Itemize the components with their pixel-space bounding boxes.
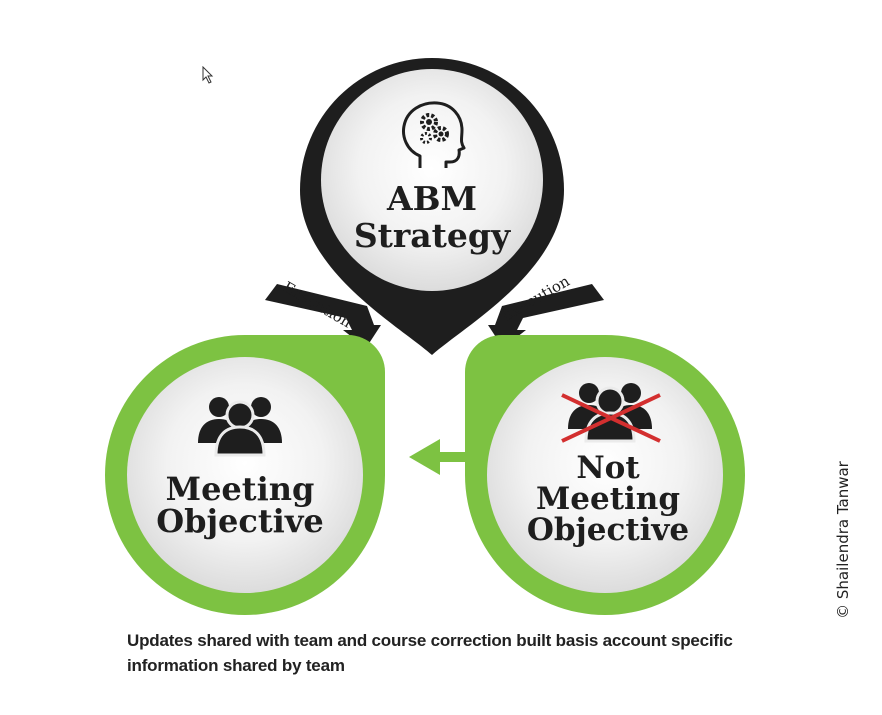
not-meeting-title-line2: Meeting — [536, 481, 680, 517]
meeting-title-line2: Objective — [156, 502, 324, 540]
meeting-node: Meeting Objective — [105, 335, 385, 615]
not-meeting-node: Not Meeting Objective — [465, 335, 745, 615]
feedback-arrow — [409, 439, 472, 475]
not-meeting-title-line1: Not — [576, 450, 640, 486]
meeting-disc — [127, 357, 363, 593]
red-cross-line-2 — [561, 393, 661, 443]
not-meeting-disc — [487, 357, 723, 593]
head-gears-icon — [402, 101, 466, 168]
caption-line2: information shared by team — [127, 656, 345, 675]
mouse-cursor-icon — [202, 66, 214, 84]
strategy-title-line1: ABM — [386, 179, 477, 218]
not-meeting-title-line3: Objective — [527, 512, 689, 548]
meeting-title-line1: Meeting — [166, 470, 315, 508]
strategy-disc — [321, 69, 543, 291]
strategy-node: ABM Strategy — [300, 58, 564, 355]
caption: Updates shared with team and course corr… — [127, 628, 807, 678]
caption-line1: Updates shared with team and course corr… — [127, 631, 733, 650]
strategy-title-line2: Strategy — [354, 216, 511, 255]
copyright-credit: © Shailendra Tanwar — [834, 461, 852, 619]
group-people-crossed-icon — [561, 381, 661, 443]
